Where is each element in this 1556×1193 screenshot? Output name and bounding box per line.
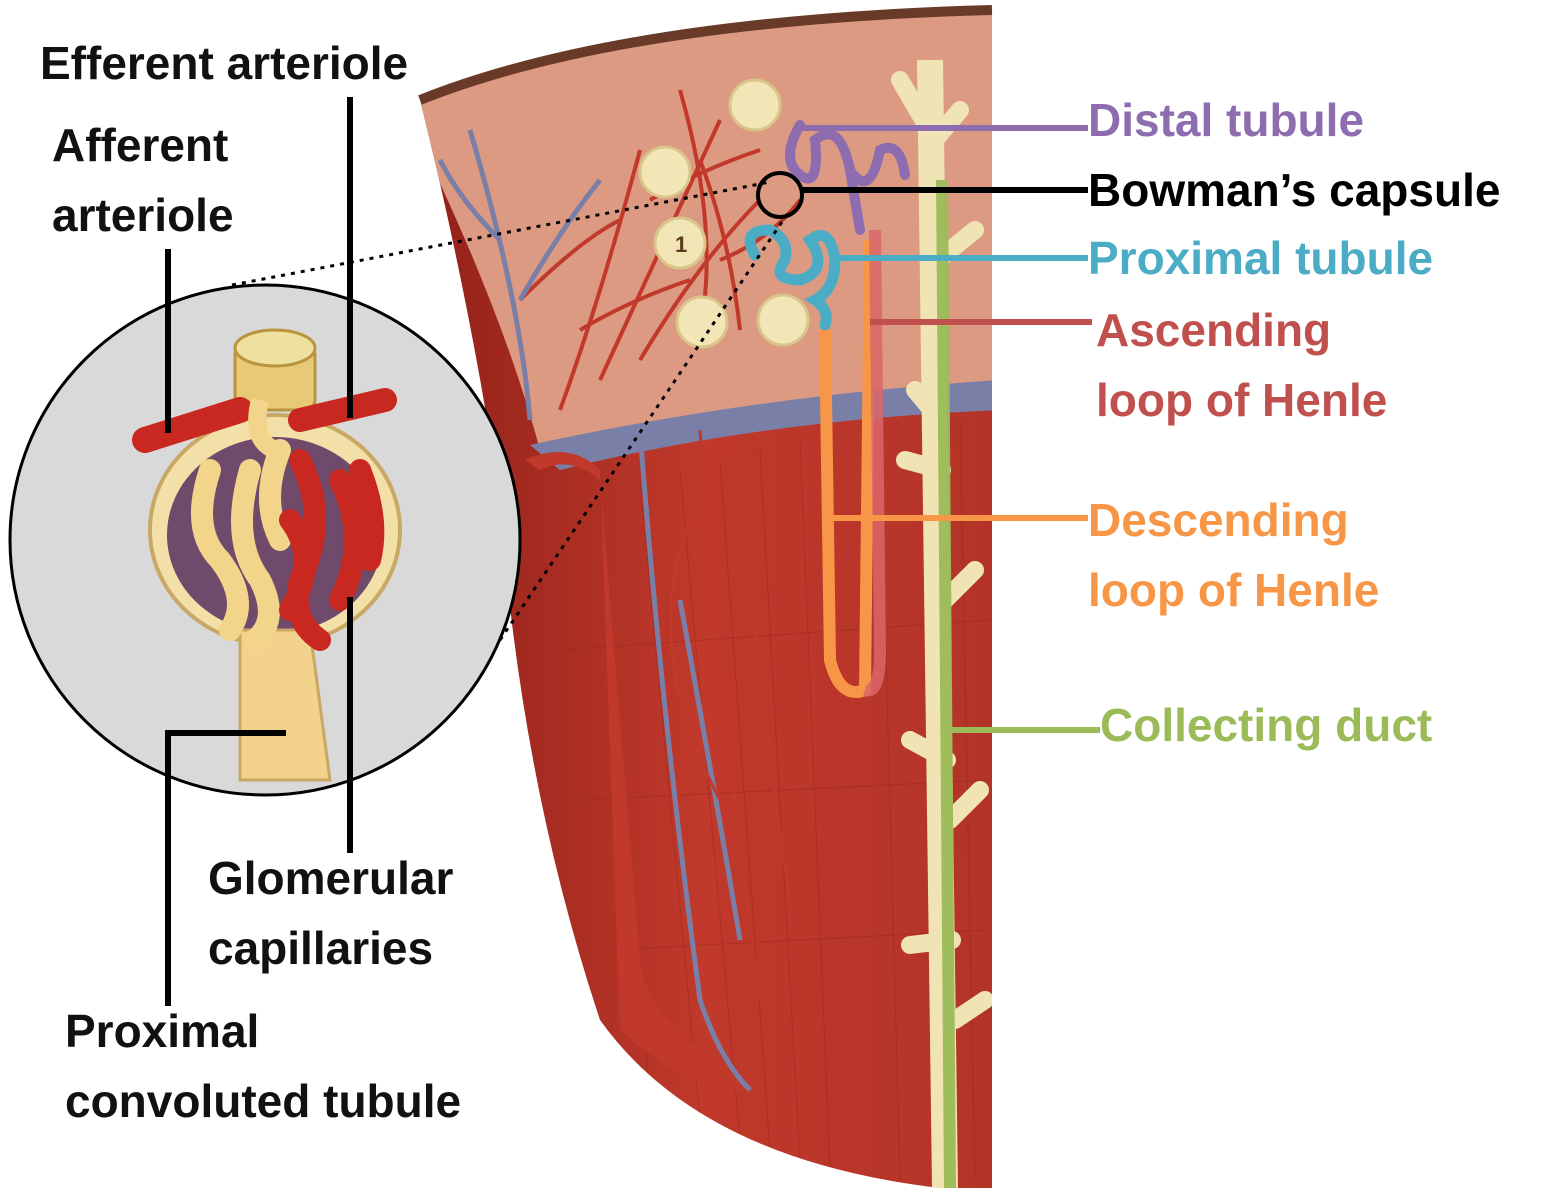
- label-efferent-arteriole: Efferent arteriole: [40, 28, 408, 98]
- glomerulus-number: 1: [675, 232, 687, 257]
- label-collecting-duct: Collecting duct: [1100, 690, 1432, 760]
- nephron-inset: [10, 285, 520, 795]
- label-proximal-tubule: Proximal tubule: [1088, 223, 1433, 293]
- collecting-duct-highlight: [942, 180, 950, 1188]
- label-distal-tubule: Distal tubule: [1088, 85, 1364, 155]
- label-bowmans-capsule: Bowman’s capsule: [1088, 155, 1500, 225]
